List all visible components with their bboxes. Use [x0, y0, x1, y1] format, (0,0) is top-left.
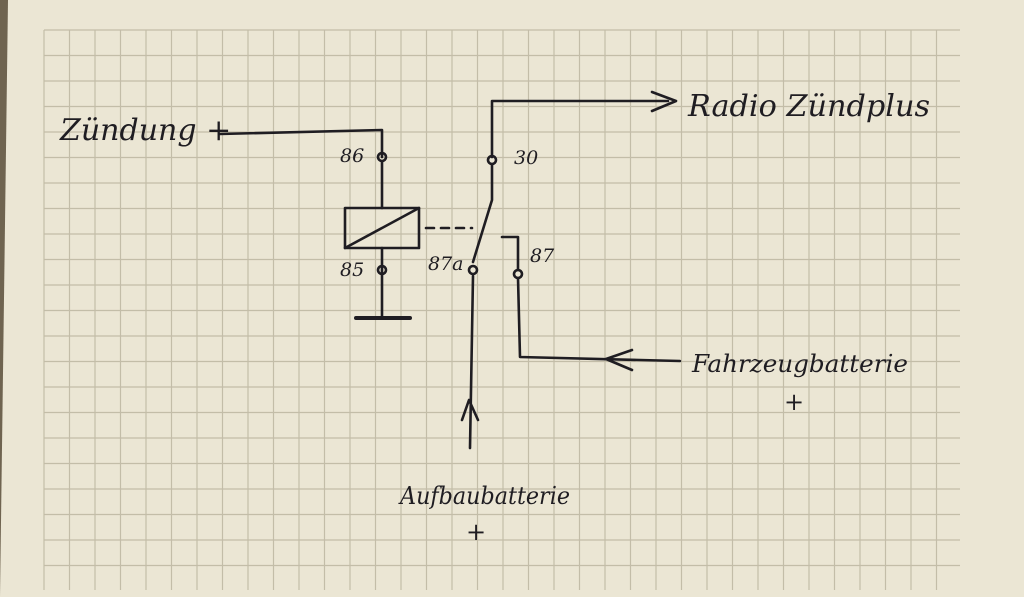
terminal-87a-dot: [467, 264, 479, 276]
vehicle-arrow-head: [604, 348, 634, 372]
terminal-30-label: 30: [514, 147, 538, 169]
terminal-85-dot: [376, 264, 388, 276]
aux-arrow-head: [460, 398, 480, 422]
coil-diagonal: [343, 206, 421, 250]
radio-label: Radio Zündplus: [687, 89, 930, 124]
ignition-wire: [218, 128, 384, 159]
aux-battery-label: Aufbaubatterie: [398, 482, 570, 510]
aux-battery-wire: [468, 274, 475, 450]
vehicle-battery-plus: +: [784, 388, 804, 416]
terminal-87a-label: 87a: [428, 253, 464, 275]
terminal-86-dot: [376, 151, 388, 163]
terminal-85-label: 85: [340, 259, 364, 281]
terminal-87-label: 87: [530, 245, 555, 267]
switch-arm: [471, 162, 494, 264]
vehicle-battery-label: Fahrzeugbatterie: [691, 350, 908, 378]
wiring: [218, 90, 682, 450]
aux-battery-plus: +: [466, 518, 486, 546]
contact-87-stub: [500, 235, 520, 272]
radio-arrow-head: [650, 90, 678, 113]
ignition-label: Zündung +: [59, 113, 231, 148]
vehicle-battery-wire: [516, 276, 682, 363]
terminal-87-dot: [512, 268, 524, 280]
grid-paper: [43, 29, 960, 590]
radio-output-wire: [490, 99, 670, 159]
terminal-30-dot: [486, 154, 498, 166]
terminal-86-label: 86: [340, 145, 364, 167]
labels: Zündung + Radio Zündplus Fahrzeugbatteri…: [59, 89, 930, 546]
